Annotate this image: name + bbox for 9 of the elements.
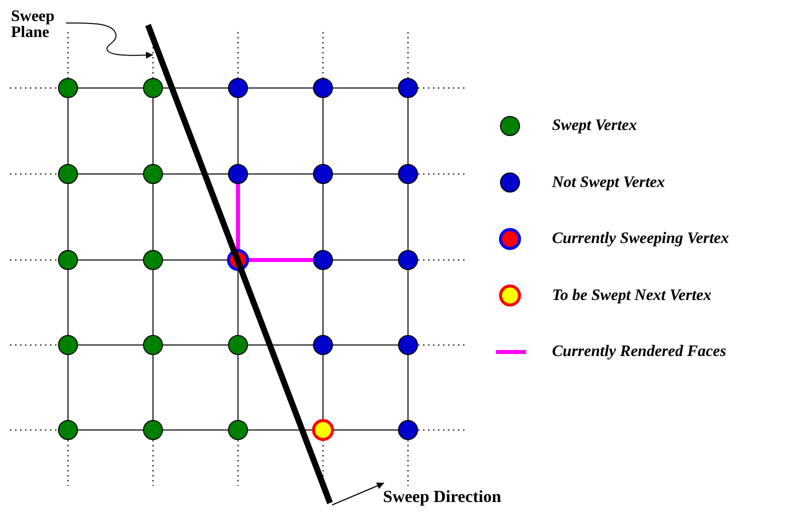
sweep-direction-label: Sweep Direction — [383, 488, 502, 505]
leader-line — [66, 22, 154, 59]
legend-label: Not Swept Vertex — [552, 174, 665, 192]
sweep-plane-line — [145, 24, 333, 504]
legend-label: Swept Vertex — [552, 117, 637, 135]
legend-label: Currently Rendered Faces — [552, 343, 726, 361]
legend-label: To be Swept Next Vertex — [552, 286, 712, 304]
legend-label: Currently Sweeping Vertex — [552, 230, 729, 248]
sweep-plane-label: Sweep Plane — [11, 9, 71, 41]
